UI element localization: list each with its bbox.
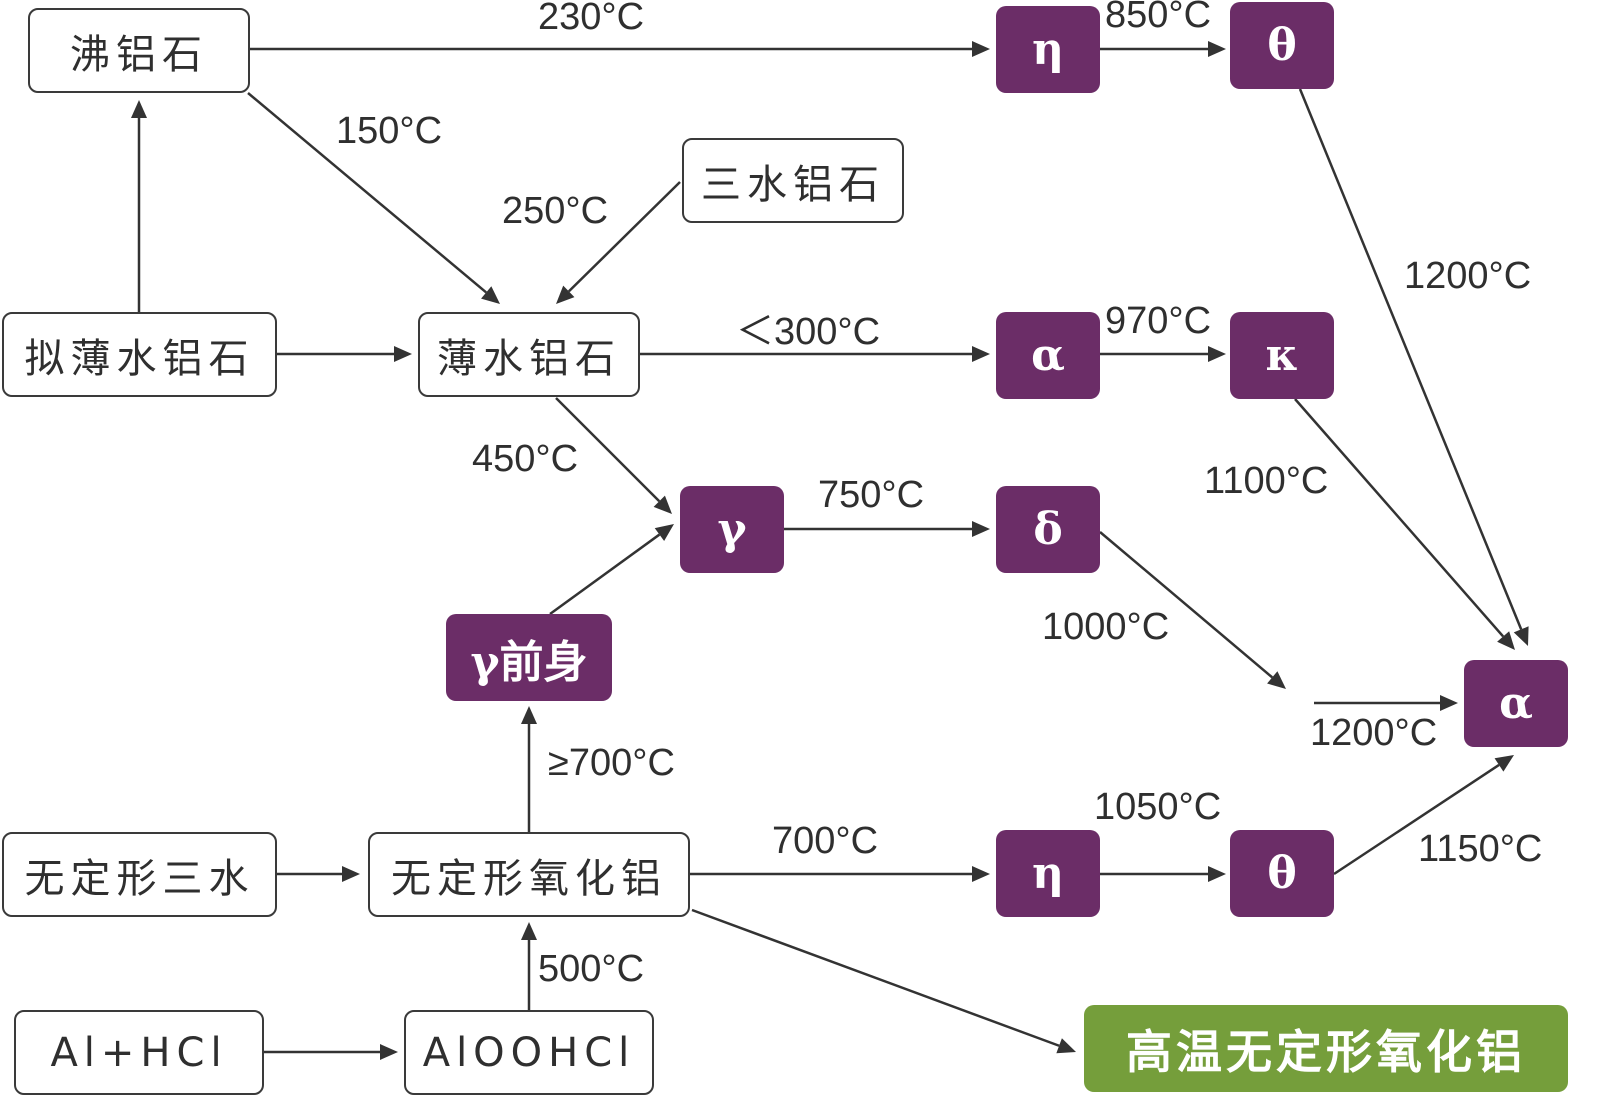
arrowhead-icon [1056,1038,1076,1054]
edge-arrow [250,41,990,57]
arrowhead-icon [556,285,575,304]
arrowhead-icon [653,495,672,514]
edge-arrow [1294,398,1515,650]
node-alpha-final: α [1464,660,1568,747]
edge-line [555,397,661,503]
edge-label-150: 150°C [336,110,443,152]
node-gamma-precursor: γ前身 [446,614,612,701]
edge-label-750: 750°C [818,474,925,516]
edge-arrow [1314,695,1458,711]
edge-arrow [549,524,674,616]
arrowhead-icon [1267,671,1286,689]
edge-label-1100: 1100°C [1204,460,1329,502]
edge-label-970: 970°C [1105,300,1212,342]
node-amorphous-trihydrate: 无定形三水 [2,832,277,917]
edge-arrow [264,1044,398,1060]
edge-line [1099,531,1274,679]
arrowhead-icon [1513,626,1529,646]
edge-arrow [521,706,537,832]
edge-arrow [1100,41,1226,57]
arrowhead-icon [972,346,990,362]
arrowhead-icon [521,922,537,940]
arrowhead-icon [1440,695,1458,711]
edge-line [567,181,681,293]
edge-label-500: 500°C [538,948,645,990]
edge-label-lt300: ＜300°C [736,311,881,353]
edge-arrow [131,100,147,312]
arrowhead-icon [1208,866,1226,882]
arrowhead-icon [131,100,147,118]
edge-arrow [1100,866,1226,882]
arrowhead-icon [1497,631,1515,650]
arrowhead-icon [972,41,990,57]
node-high-temp-amorphous: 高温无定形氧化铝 [1084,1005,1568,1092]
arrowhead-icon [394,346,412,362]
node-kappa: κ [1230,312,1334,399]
edge-label-450: 450°C [472,438,579,480]
edge-label-230: 230°C [538,0,645,38]
edge-arrow [247,92,500,304]
node-gamma: γ [680,486,784,573]
edge-arrow [556,181,681,304]
edge-arrow [1100,346,1226,362]
arrowhead-icon [521,706,537,724]
node-delta: δ [996,486,1100,573]
node-alooh-hcl: AlOOHCl [404,1010,654,1095]
edge-label-ge700: ≥700°C [548,742,675,784]
edge-label-250: 250°C [502,190,609,232]
node-pseudo-boehmite: 拟薄水铝石 [2,312,277,397]
node-theta-bottom: θ [1230,830,1334,917]
edge-arrow [1099,531,1286,689]
arrowhead-icon [1208,346,1226,362]
edge-arrow [691,908,1076,1054]
node-alpha-mid: α [996,312,1100,399]
edge-arrow [640,346,990,362]
edge-arrow [277,346,412,362]
arrowhead-icon [1494,755,1514,772]
node-eta-top: η [996,6,1100,93]
arrowhead-icon [342,866,360,882]
node-boehmite: 薄水铝石 [418,312,640,397]
edge-arrow [690,866,990,882]
edge-arrow [784,521,990,537]
edge-label-850: 850°C [1105,0,1212,36]
edge-line [1333,763,1500,876]
node-gibbsite: 三水铝石 [682,138,904,223]
edge-line [549,533,661,616]
edge-arrow [555,397,672,514]
arrowhead-icon [654,524,674,542]
node-amorphous-alumina: 无定形氧化铝 [368,832,690,917]
arrowhead-icon [972,521,990,537]
arrowhead-icon [481,286,500,304]
edge-label-700: 700°C [772,820,879,862]
node-eta-bottom: η [996,830,1100,917]
edge-arrow [277,866,360,882]
edge-label-1150: 1150°C [1418,828,1543,870]
edge-label-1200-delta: 1200°C [1310,712,1438,754]
edge-arrow [521,922,537,1010]
edge-label-1050: 1050°C [1094,786,1222,828]
edge-label-1000: 1000°C [1042,606,1170,648]
edge-line [1294,398,1505,638]
edge-arrow [1333,755,1514,876]
edge-label-1200-theta: 1200°C [1404,255,1532,297]
node-al-hcl: Al+HCl [14,1010,264,1095]
edge-line [691,908,1060,1047]
edge-line [1298,88,1523,630]
arrowhead-icon [380,1044,398,1060]
edge-arrow [1298,88,1529,646]
arrowhead-icon [1208,41,1226,57]
node-theta-top: θ [1230,2,1334,89]
arrowhead-icon [972,866,990,882]
node-boehmite-boil: 沸铝石 [28,8,250,93]
edge-line [247,92,488,294]
